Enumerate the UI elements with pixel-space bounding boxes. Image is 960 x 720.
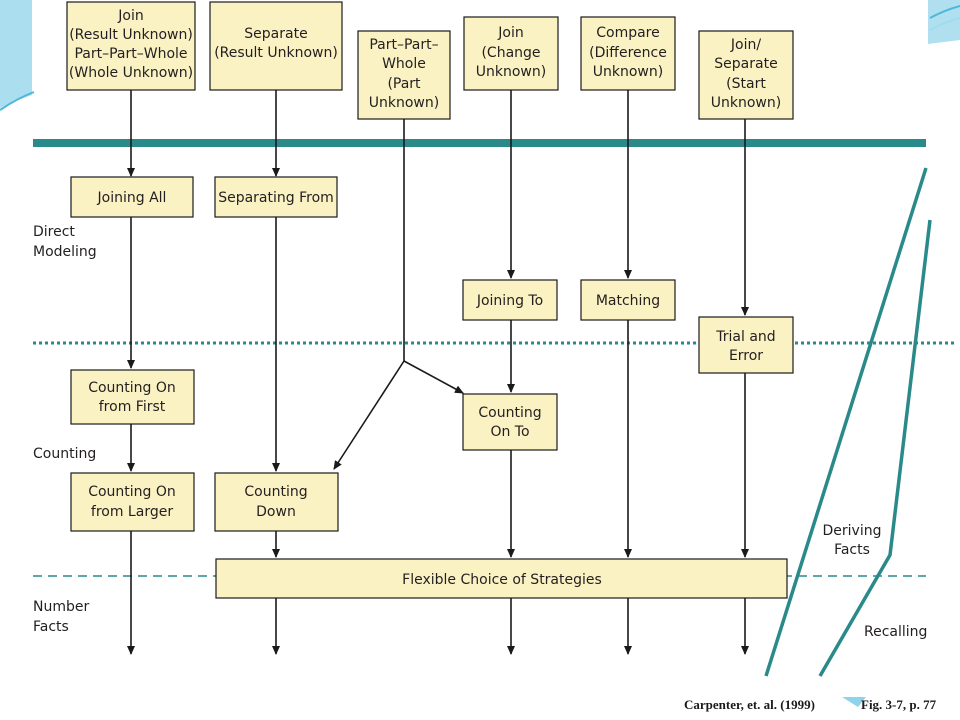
problem-type-join-separate-start-unknown: Join/ Separate (Start Unknown): [698, 30, 794, 120]
box-line: (Result Unknown): [214, 45, 338, 61]
box-line: Joining All: [97, 190, 167, 206]
deriving-facts-trend-line: [764, 167, 928, 677]
level-label-counting: Counting: [33, 446, 96, 462]
strategy-counting-down: Counting Down: [214, 472, 339, 532]
box-line: Unknown): [369, 95, 439, 111]
strategy-counting-on-from-first: Counting On from First: [70, 369, 195, 425]
problem-type-part-part-whole-part-unknown: Part–Part– Whole (Part Unknown): [357, 30, 451, 120]
box-line: Flexible Choice of Strategies: [402, 572, 602, 588]
box-line: (Part: [387, 76, 421, 92]
box-line: Join/: [730, 37, 761, 53]
strategy-trial-and-error: Trial and Error: [698, 316, 794, 374]
strategy-counting-on-to: Counting On To: [462, 393, 558, 451]
connector: [333, 360, 405, 470]
box-line: Counting: [478, 405, 541, 421]
level-label-direct-modeling: Direct: [33, 224, 75, 240]
box-line: (Result Unknown): [69, 27, 193, 43]
trend-label-deriving-facts: Facts: [834, 542, 870, 558]
strategy-counting-on-from-larger: Counting On from Larger: [70, 472, 195, 532]
citation-figure: Fig. 3-7, p. 77: [861, 697, 937, 712]
box-line: from First: [99, 399, 166, 415]
box-line: Separate: [244, 26, 307, 42]
box-line: Joining To: [476, 293, 543, 309]
slide-accent-mark: [842, 697, 866, 707]
box-line: Join: [117, 8, 143, 24]
box-line: Error: [729, 348, 763, 364]
box-line: Join: [497, 25, 523, 41]
strategy-joining-to: Joining To: [462, 279, 558, 321]
connector: [403, 360, 464, 394]
box-line: Compare: [596, 25, 660, 41]
box-line: Whole: [382, 56, 426, 72]
box-line: (Change: [481, 45, 540, 61]
trend-label-deriving-facts: Deriving: [823, 523, 882, 539]
box-line: On To: [490, 424, 529, 440]
level-label-number-facts: Number: [33, 599, 89, 615]
problem-type-compare-difference-unknown: Compare (Difference Unknown): [580, 16, 676, 91]
box-line: Separating From: [218, 190, 334, 206]
box-line: Unknown): [711, 95, 781, 111]
slide-decoration: [0, 0, 960, 111]
box-line: (Whole Unknown): [69, 65, 193, 81]
box-line: Counting On: [88, 484, 176, 500]
box-line: Part–Part–: [369, 37, 438, 53]
box-line: (Difference: [589, 45, 667, 61]
problem-type-separate-result-unknown: Separate (Result Unknown): [209, 1, 343, 91]
connectors: [127, 90, 749, 655]
box-line: Counting On: [88, 380, 176, 396]
box-line: Trial and: [715, 329, 775, 345]
strategy-joining-all: Joining All: [70, 176, 194, 218]
box-line: from Larger: [91, 504, 173, 520]
strategy-separating-from: Separating From: [214, 176, 338, 218]
box-line: Counting: [244, 484, 307, 500]
recalling-trend-line: [818, 219, 932, 677]
level-label-number-facts: Facts: [33, 619, 69, 635]
level-label-direct-modeling: Modeling: [33, 244, 97, 260]
box-line: Down: [256, 504, 296, 520]
box-line: Unknown): [593, 64, 663, 80]
box-line: Unknown): [476, 64, 546, 80]
problem-type-join-change-unknown: Join (Change Unknown): [463, 16, 559, 91]
box-line: (Start: [726, 76, 766, 92]
trend-label-recalling: Recalling: [864, 624, 927, 640]
problem-type-join-result-unknown: Join (Result Unknown) Part–Part–Whole (W…: [66, 1, 196, 91]
strategy-flexible-choice: Flexible Choice of Strategies: [215, 558, 788, 599]
strategy-matching: Matching: [580, 279, 676, 321]
box-line: Separate: [714, 56, 777, 72]
top-band: [33, 139, 926, 147]
box-line: Part–Part–Whole: [74, 46, 187, 62]
citation-source: Carpenter, et. al. (1999): [684, 697, 815, 712]
box-line: Matching: [596, 293, 660, 309]
